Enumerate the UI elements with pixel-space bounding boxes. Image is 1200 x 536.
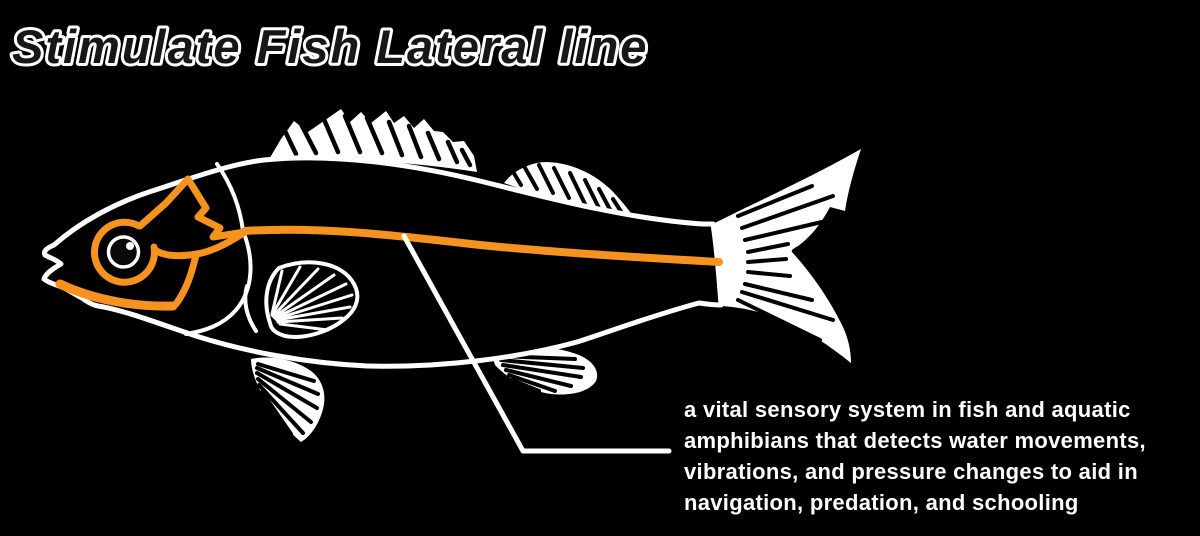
lateral-line-description: a vital sensory system in fish and aquat… [684, 394, 1184, 518]
pectoral-fin [264, 260, 360, 339]
anal-fin [491, 347, 598, 395]
orbital-ring-canal [90, 218, 158, 286]
pectoral-base-line [243, 284, 258, 333]
description-line-3: vibrations, and pressure changes to aid … [684, 459, 1138, 484]
fish-eye [106, 235, 141, 269]
preopercular-canal [172, 251, 200, 308]
pointer-line [401, 233, 672, 454]
caudal-fin [713, 149, 861, 363]
supraorbital-canal-zigzag [136, 175, 249, 241]
spiny-dorsal-spines [281, 113, 473, 168]
fish-body [41, 155, 724, 369]
description-line-1: a vital sensory system in fish and aquat… [684, 397, 1131, 422]
eye-ring [106, 235, 141, 269]
caudal-fin-rays [736, 184, 835, 354]
pelvic-fin-rays [255, 362, 320, 436]
mandibular-canal [55, 279, 178, 311]
eye-highlight [126, 242, 134, 250]
pectoral-fin-rays [270, 265, 354, 332]
title-banner: Stimulate Fish Lateral line [9, 17, 649, 76]
page-title: Stimulate Fish Lateral line [12, 20, 648, 73]
pelvic-fin [251, 357, 325, 442]
operculum-line [184, 229, 253, 336]
lateral-line-canal [241, 225, 723, 266]
lateral-line-system [55, 175, 723, 311]
caudal-fin-shape [713, 149, 861, 363]
description-line-4: navigation, predation, and schooling [684, 490, 1079, 515]
soft-dorsal-shape [504, 162, 637, 222]
gill-cover-lines [184, 162, 258, 336]
nape-line [215, 162, 245, 233]
description-line-2: amphibians that detects water movements, [684, 428, 1146, 453]
